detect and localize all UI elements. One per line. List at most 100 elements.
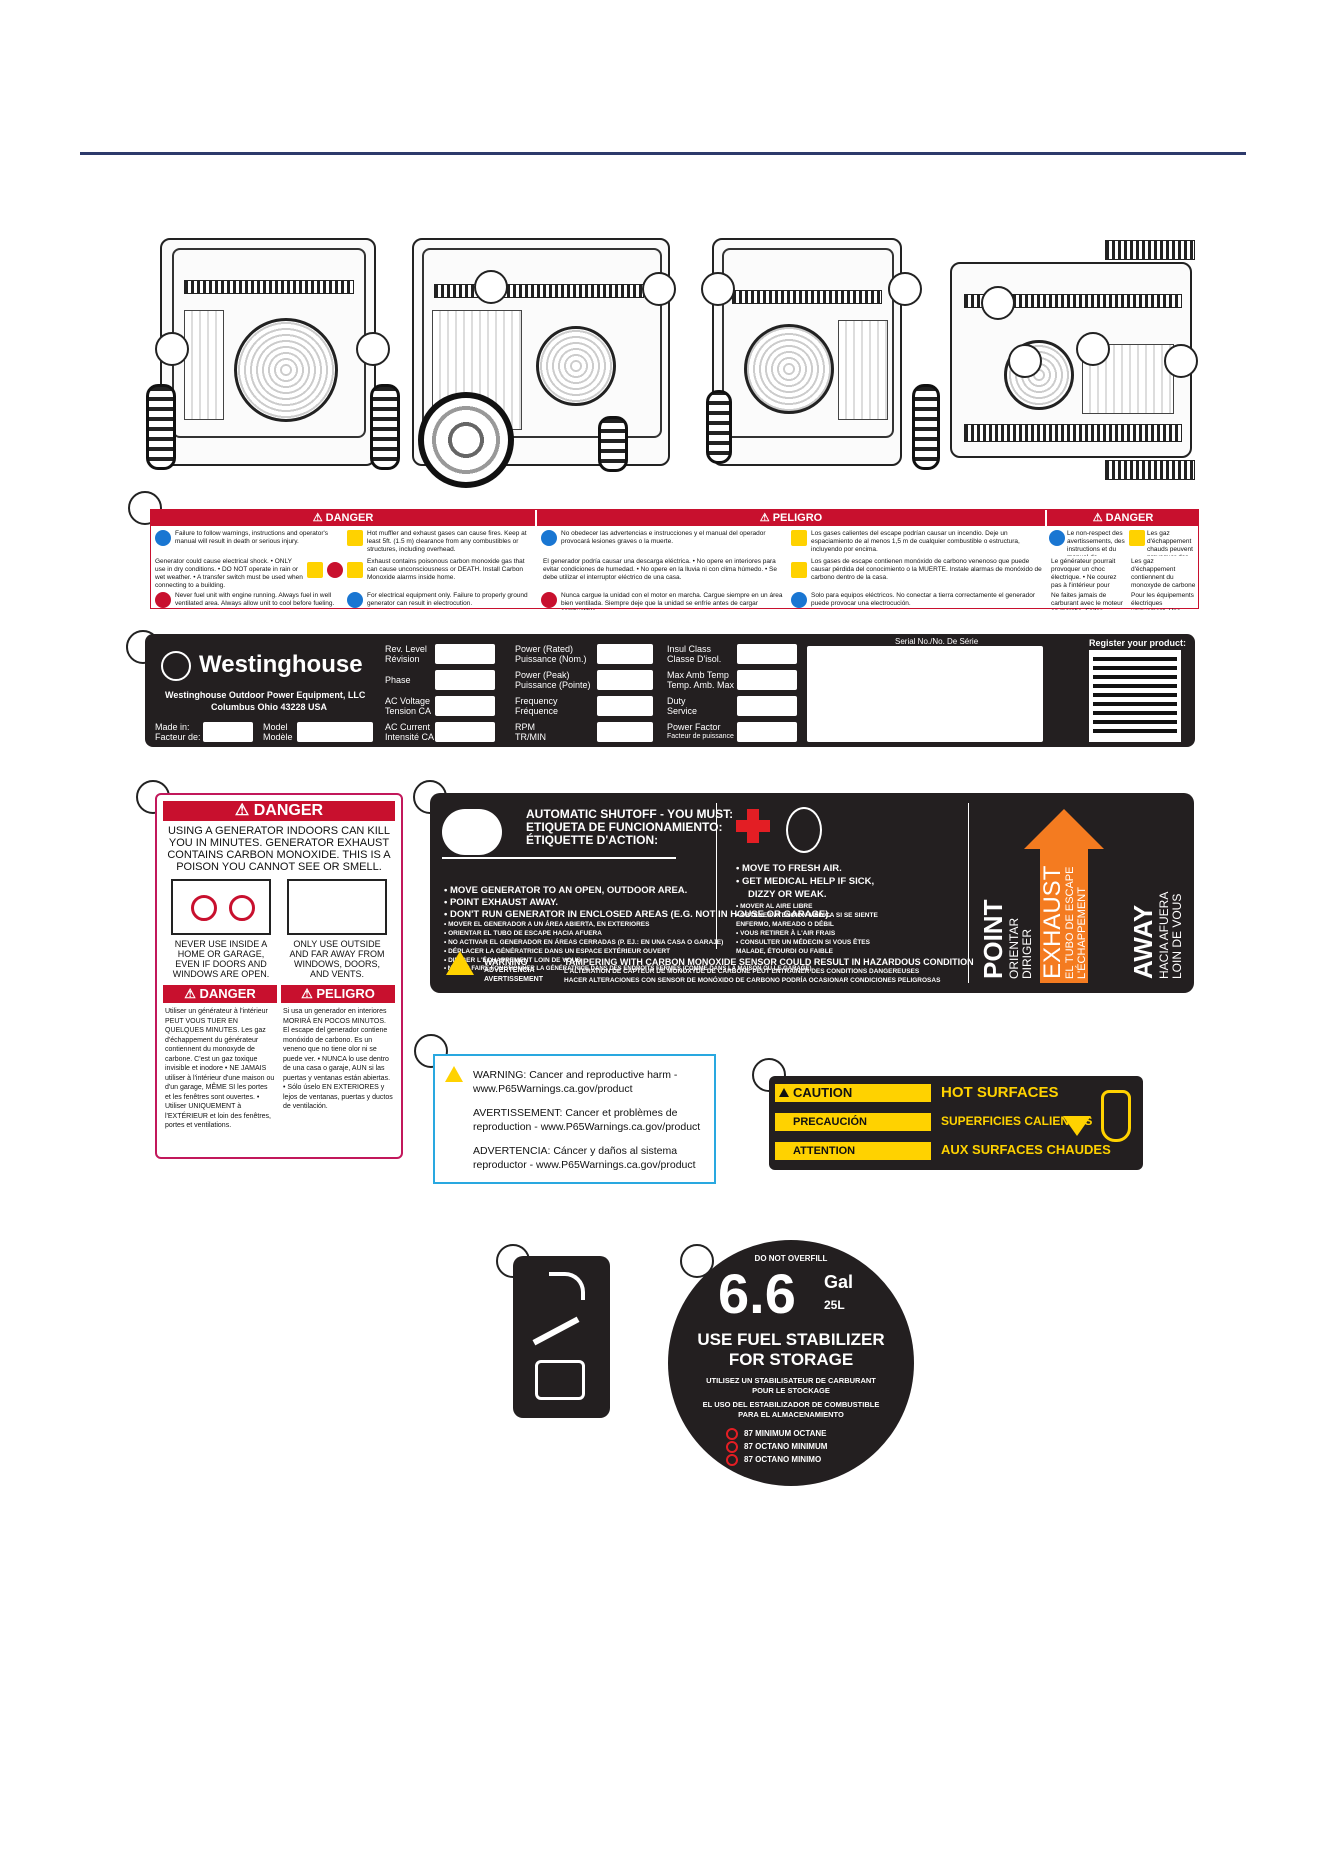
attention-tag: ATTENTION bbox=[775, 1142, 931, 1160]
fire-icon bbox=[1129, 530, 1145, 546]
down-arrow-icon bbox=[1063, 1116, 1091, 1136]
co-danger-label: ⚠ DANGER USING A GENERATOR INDOORS CAN K… bbox=[155, 793, 403, 1159]
manual-icon bbox=[155, 530, 171, 546]
strip-text: Le générateur pourrait provoquer un choc… bbox=[1051, 558, 1117, 589]
callout-marker bbox=[474, 270, 508, 304]
strip-text: For electrical equipment only. Failure t… bbox=[367, 592, 528, 607]
ground-icon bbox=[347, 592, 363, 608]
strip-text: Le non-respect des avertissements, des i… bbox=[1067, 530, 1125, 556]
p65-warning-label: WARNING: Cancer and reproductive harm - … bbox=[433, 1054, 716, 1184]
company-name: Westinghouse Outdoor Power Equipment, LL… bbox=[165, 690, 366, 700]
callout-marker bbox=[1164, 344, 1198, 378]
shutoff-title-es: ETIQUETA DE FUNCIONAMIENTO: bbox=[526, 820, 723, 834]
strip-text: Les gaz d'échappement chauds peuvent pro… bbox=[1147, 530, 1193, 556]
field-label: Rev. Level bbox=[385, 644, 427, 654]
shutoff-bullet: • NO ACTIVAR EL GENERADOR EN ÁREAS CERRA… bbox=[444, 939, 724, 946]
serial-label: Serial No./No. De Série bbox=[895, 637, 979, 646]
p65-text: ADVERTENCIA: Cáncer y daños al sistema bbox=[473, 1145, 678, 1157]
p65-text: AVERTISSEMENT: Cancer et problèmes de bbox=[473, 1107, 678, 1119]
peligro-header: ⚠ PELIGRO bbox=[537, 510, 1045, 526]
field-label: Puissance (Pointe) bbox=[515, 680, 591, 690]
medical-bullet: DIZZY OR WEAK. bbox=[748, 889, 827, 900]
dizzy-face-icon bbox=[786, 807, 822, 853]
octane-text: 87 OCTANO MINIMO bbox=[744, 1455, 822, 1464]
shutoff-bullet: • POINT EXHAUST AWAY. bbox=[444, 897, 559, 908]
co-warning-text: POISON YOU CANNOT SEE OR SMELL. bbox=[176, 861, 382, 873]
co-never-text: NEVER USE INSIDE A bbox=[174, 939, 268, 949]
hot-surfaces-text: AUX SURFACES CHAUDES bbox=[941, 1142, 1111, 1157]
overfill-text: DO NOT OVERFILL bbox=[754, 1254, 828, 1263]
value-box bbox=[737, 722, 797, 742]
danger-label-strip: ⚠ DANGER ⚠ PELIGRO ⚠ DANGER Failure to f… bbox=[150, 509, 1199, 610]
peligro-header: ⚠ PELIGRO bbox=[281, 985, 395, 1003]
field-label: RPM bbox=[515, 722, 535, 732]
medical-bullet: • OBTENER ATENCIÓN MÉDICA SI SE SIENTE bbox=[736, 912, 878, 919]
point-text: POINT bbox=[978, 899, 1008, 979]
field-label: Power (Peak) bbox=[515, 670, 570, 680]
danger-fr-header: ⚠ DANGER bbox=[1047, 510, 1199, 526]
octane-text: 87 MINIMUM OCTANE bbox=[744, 1429, 827, 1438]
strip-text: No obedecer las advertencias e instrucci… bbox=[561, 530, 766, 545]
first-aid-cross-icon bbox=[736, 809, 770, 843]
caution-triangle-icon bbox=[779, 1088, 789, 1097]
stabilizer-text: POUR LE STOCKAGE bbox=[752, 1386, 830, 1395]
field-label: Model bbox=[263, 722, 288, 732]
p65-text: www.P65Warnings.ca.gov/product bbox=[473, 1083, 633, 1095]
value-box bbox=[597, 696, 653, 716]
field-label: Révision bbox=[385, 654, 420, 664]
wheel bbox=[912, 384, 940, 470]
no-hand-icon bbox=[535, 1360, 585, 1400]
company-address: Columbus Ohio 43228 USA bbox=[211, 702, 328, 712]
warning-word: AVERTISSEMENT bbox=[484, 976, 543, 983]
shutoff-title: AUTOMATIC SHUTOFF - YOU MUST: bbox=[526, 807, 734, 821]
co-shutoff-label: AUTOMATIC SHUTOFF - YOU MUST: ETIQUETA D… bbox=[430, 793, 1194, 993]
qr-code-icon[interactable] bbox=[1089, 650, 1181, 742]
co-warning-text: USING A GENERATOR INDOORS CAN KILL bbox=[167, 825, 391, 837]
strip-text: Ne faites jamais de carburant avec le mo… bbox=[1051, 592, 1123, 610]
wheel bbox=[418, 392, 514, 488]
divider bbox=[716, 803, 717, 949]
field-label: Power (Rated) bbox=[515, 644, 574, 654]
field-label: Max Amb Temp bbox=[667, 670, 729, 680]
tubo-text: EL TUBO DE ESCAPE bbox=[1064, 866, 1076, 979]
value-box bbox=[435, 696, 495, 716]
gallons-value: 6.6 bbox=[718, 1262, 796, 1325]
hot-surface-caution-label: CAUTION PRECAUCIÓN ATTENTION HOT SURFACE… bbox=[769, 1076, 1143, 1170]
value-box bbox=[435, 722, 495, 742]
value-box bbox=[597, 722, 653, 742]
shutoff-bullet: • NE PAS FAIRE FONCTIONNER LA GÉNÉRATRIC… bbox=[444, 966, 812, 972]
medical-bullet: ENFERMO, MAREADO O DÉBIL bbox=[736, 921, 834, 928]
loin-text: LOIN DE VOUS bbox=[1170, 893, 1184, 979]
curved-arrow-icon bbox=[549, 1272, 585, 1300]
strip-text: Exhaust contains poisonous carbon monoxi… bbox=[367, 558, 525, 581]
field-label: Phase bbox=[385, 675, 411, 685]
field-label: Made in: bbox=[155, 722, 190, 732]
value-box bbox=[737, 696, 797, 716]
callout-marker bbox=[155, 332, 189, 366]
fire-icon bbox=[347, 530, 363, 546]
generator-back-view bbox=[712, 238, 902, 466]
echappement-text: L'ÉCHAPPEMENT bbox=[1076, 887, 1088, 979]
strip-text: Solo para equipos eléctricos. No conecta… bbox=[811, 592, 1036, 607]
co-cloud-icon bbox=[442, 809, 502, 855]
stabilizer-text: USE FUEL STABILIZER bbox=[697, 1330, 885, 1349]
field-label: Facteur de puissance bbox=[667, 733, 734, 740]
exhaust-arrow-body bbox=[1040, 849, 1088, 983]
callout-marker bbox=[356, 332, 390, 366]
field-label: Frequency bbox=[515, 696, 558, 706]
field-label: Fréquence bbox=[515, 706, 559, 716]
co-only-text: WINDOWS, DOORS, bbox=[294, 959, 380, 969]
co-only-text: AND VENTS. bbox=[309, 969, 364, 979]
co-warning-text: CONTAINS CARBON MONOXIDE. THIS IS A bbox=[167, 849, 391, 861]
danger-fr-header: ⚠ DANGER bbox=[163, 985, 277, 1003]
strip-text: El generador podría causar una descarga … bbox=[543, 558, 777, 581]
strip-text: Hot muffler and exhaust gases can cause … bbox=[367, 530, 527, 553]
shock-icon bbox=[307, 562, 323, 578]
medical-bullet: • MOVER AL AIRE LIBRE bbox=[736, 903, 813, 910]
made-in-box bbox=[203, 722, 253, 742]
fuel-pump-icon bbox=[726, 1441, 738, 1453]
tamper-text: HACER ALTERACIONES CON SENSOR DE MONÓXID… bbox=[564, 977, 941, 984]
co-warning-text: YOU IN MINUTES. GENERATOR EXHAUST bbox=[168, 837, 390, 849]
medical-bullet: • VOUS RETIRER À L'AIR FRAIS bbox=[736, 930, 836, 937]
tire-tread bbox=[1105, 460, 1195, 480]
